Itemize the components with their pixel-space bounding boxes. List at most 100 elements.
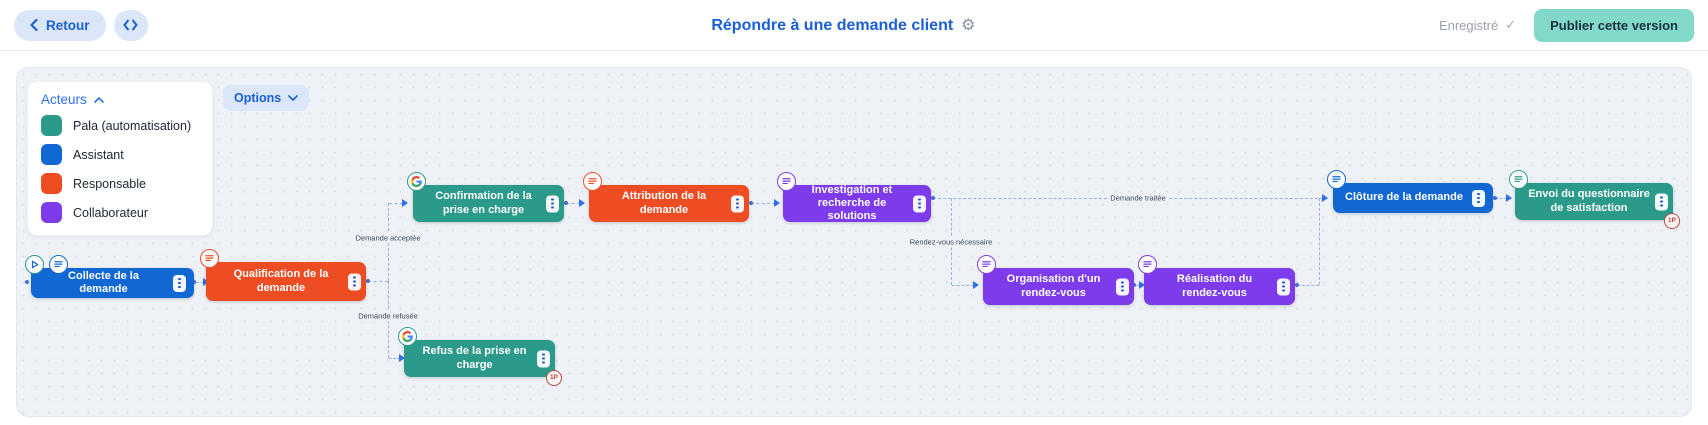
actors-legend-header[interactable]: Acteurs bbox=[41, 92, 199, 107]
form-step-icon bbox=[200, 249, 219, 268]
node-step-icons bbox=[777, 172, 796, 191]
node-cloture[interactable]: Clôture de la demande bbox=[1327, 170, 1493, 213]
legend-item: Collaborateur bbox=[41, 202, 199, 223]
node-menu-button[interactable] bbox=[537, 350, 550, 367]
legend-item: Responsable bbox=[41, 173, 199, 194]
chevron-up-icon bbox=[93, 96, 104, 103]
form-step-icon bbox=[1327, 170, 1346, 189]
connector-line bbox=[566, 203, 580, 204]
actor-color-swatch bbox=[41, 144, 62, 165]
connector-line bbox=[196, 282, 204, 283]
chevron-down-icon bbox=[288, 95, 299, 101]
actors-legend-title: Acteurs bbox=[41, 92, 87, 107]
options-button-label: Options bbox=[234, 91, 282, 105]
connector-arrow bbox=[579, 199, 585, 207]
edge-label: Demande refusée bbox=[355, 310, 421, 322]
node-menu-button[interactable] bbox=[173, 274, 186, 292]
form-step-icon bbox=[977, 255, 996, 274]
actor-label: Pala (automatisation) bbox=[73, 118, 192, 133]
connector-line bbox=[1136, 285, 1140, 286]
connector-arrow bbox=[402, 199, 408, 207]
connector-line bbox=[751, 203, 775, 204]
edge-label: Demande traitée bbox=[1107, 192, 1169, 204]
node-menu-button[interactable] bbox=[1471, 189, 1485, 207]
node-envoi[interactable]: Envoi du questionnaire de satisfaction 1P bbox=[1509, 170, 1680, 229]
node-step-icons bbox=[398, 327, 417, 346]
settings-gear-icon[interactable]: ⚙ bbox=[961, 16, 976, 34]
node-menu-button[interactable] bbox=[1277, 278, 1290, 295]
node-menu-button[interactable] bbox=[913, 195, 926, 212]
connector-port-dot bbox=[366, 279, 370, 283]
node-step-icons bbox=[977, 255, 996, 274]
connector-line bbox=[952, 285, 974, 286]
node-label: Réalisation du rendez-vous bbox=[1176, 273, 1253, 299]
options-button[interactable]: Options bbox=[223, 85, 310, 111]
node-step-icons bbox=[407, 172, 426, 191]
actor-color-swatch bbox=[41, 115, 62, 136]
node-qualification[interactable]: Qualification de la demande bbox=[200, 249, 366, 301]
connector-arrow bbox=[774, 199, 780, 207]
actor-label: Collaborateur bbox=[73, 205, 149, 220]
connector-arrow bbox=[1322, 194, 1328, 202]
node-step-icons bbox=[1327, 170, 1346, 189]
edge-label: Demande acceptée bbox=[352, 232, 424, 244]
node-menu-button[interactable] bbox=[546, 195, 559, 212]
connector-arrow bbox=[1139, 281, 1145, 289]
node-label: Confirmation de la prise en charge bbox=[435, 190, 532, 216]
connector-port-dot bbox=[749, 201, 753, 205]
google-step-icon bbox=[398, 327, 417, 346]
chevron-left-icon bbox=[30, 19, 38, 31]
legend-item: Assistant bbox=[41, 144, 199, 165]
connector-line bbox=[389, 358, 400, 359]
back-button[interactable]: Retour bbox=[14, 9, 106, 41]
publish-button[interactable]: Publier cette version bbox=[1534, 8, 1694, 42]
node-label: Attribution de la demande bbox=[621, 190, 707, 216]
assignee-badge[interactable]: 1P bbox=[1664, 213, 1680, 229]
node-menu-button[interactable] bbox=[1655, 193, 1668, 210]
node-collecte[interactable]: Collecte de la demande bbox=[25, 255, 194, 298]
check-icon: ✓ bbox=[1505, 17, 1517, 32]
node-label: Envoi du questionnaire de satisfaction bbox=[1528, 188, 1650, 214]
node-step-icons bbox=[1138, 255, 1157, 274]
actor-color-swatch bbox=[41, 173, 62, 194]
connector-port-dot bbox=[931, 196, 935, 200]
top-bar: Retour Répondre à une demande client ⚙ E… bbox=[0, 0, 1708, 51]
node-label: Organisation d'un rendez-vous bbox=[1006, 273, 1101, 299]
actor-color-swatch bbox=[41, 202, 62, 223]
node-step-icons bbox=[1509, 170, 1528, 189]
node-realisation[interactable]: Réalisation du rendez-vous bbox=[1138, 255, 1295, 305]
connector-port-dot bbox=[192, 280, 196, 284]
node-menu-button[interactable] bbox=[731, 195, 744, 212]
node-step-icons bbox=[25, 255, 68, 274]
node-organisation[interactable]: Organisation d'un rendez-vous bbox=[977, 255, 1134, 305]
connector-line bbox=[1319, 198, 1320, 285]
node-refus[interactable]: Refus de la prise en charge 1P bbox=[398, 327, 562, 386]
node-label: Clôture de la demande bbox=[1345, 191, 1463, 204]
connector-port-dot bbox=[1493, 196, 1497, 200]
node-menu-button[interactable] bbox=[348, 273, 361, 290]
legend-item: Pala (automatisation) bbox=[41, 115, 199, 136]
node-attribution[interactable]: Attribution de la demande bbox=[583, 172, 749, 222]
connector-line bbox=[1495, 198, 1507, 199]
connector-arrow bbox=[399, 354, 405, 362]
form-step-icon bbox=[49, 255, 68, 274]
node-step-icons bbox=[583, 172, 602, 191]
code-view-button[interactable] bbox=[113, 9, 148, 41]
node-label: Refus de la prise en charge bbox=[422, 345, 527, 371]
connector-arrow bbox=[1506, 194, 1512, 202]
node-investigation[interactable]: Investigation et recherche de solutions bbox=[777, 172, 931, 223]
connector-arrow bbox=[973, 281, 979, 289]
assignee-badge[interactable]: 1P bbox=[546, 370, 562, 386]
connector-line bbox=[389, 203, 403, 204]
node-menu-button[interactable] bbox=[1116, 278, 1129, 295]
form-step-icon bbox=[583, 172, 602, 191]
node-confirmation[interactable]: Confirmation de la prise en charge bbox=[407, 172, 564, 222]
form-step-icon bbox=[777, 172, 796, 191]
node-label: Investigation et recherche de solutions bbox=[811, 183, 893, 223]
connector-port-dot bbox=[564, 201, 568, 205]
node-step-icons bbox=[200, 249, 219, 268]
connector-line bbox=[368, 281, 388, 282]
save-status-label: Enregistré bbox=[1438, 17, 1499, 33]
